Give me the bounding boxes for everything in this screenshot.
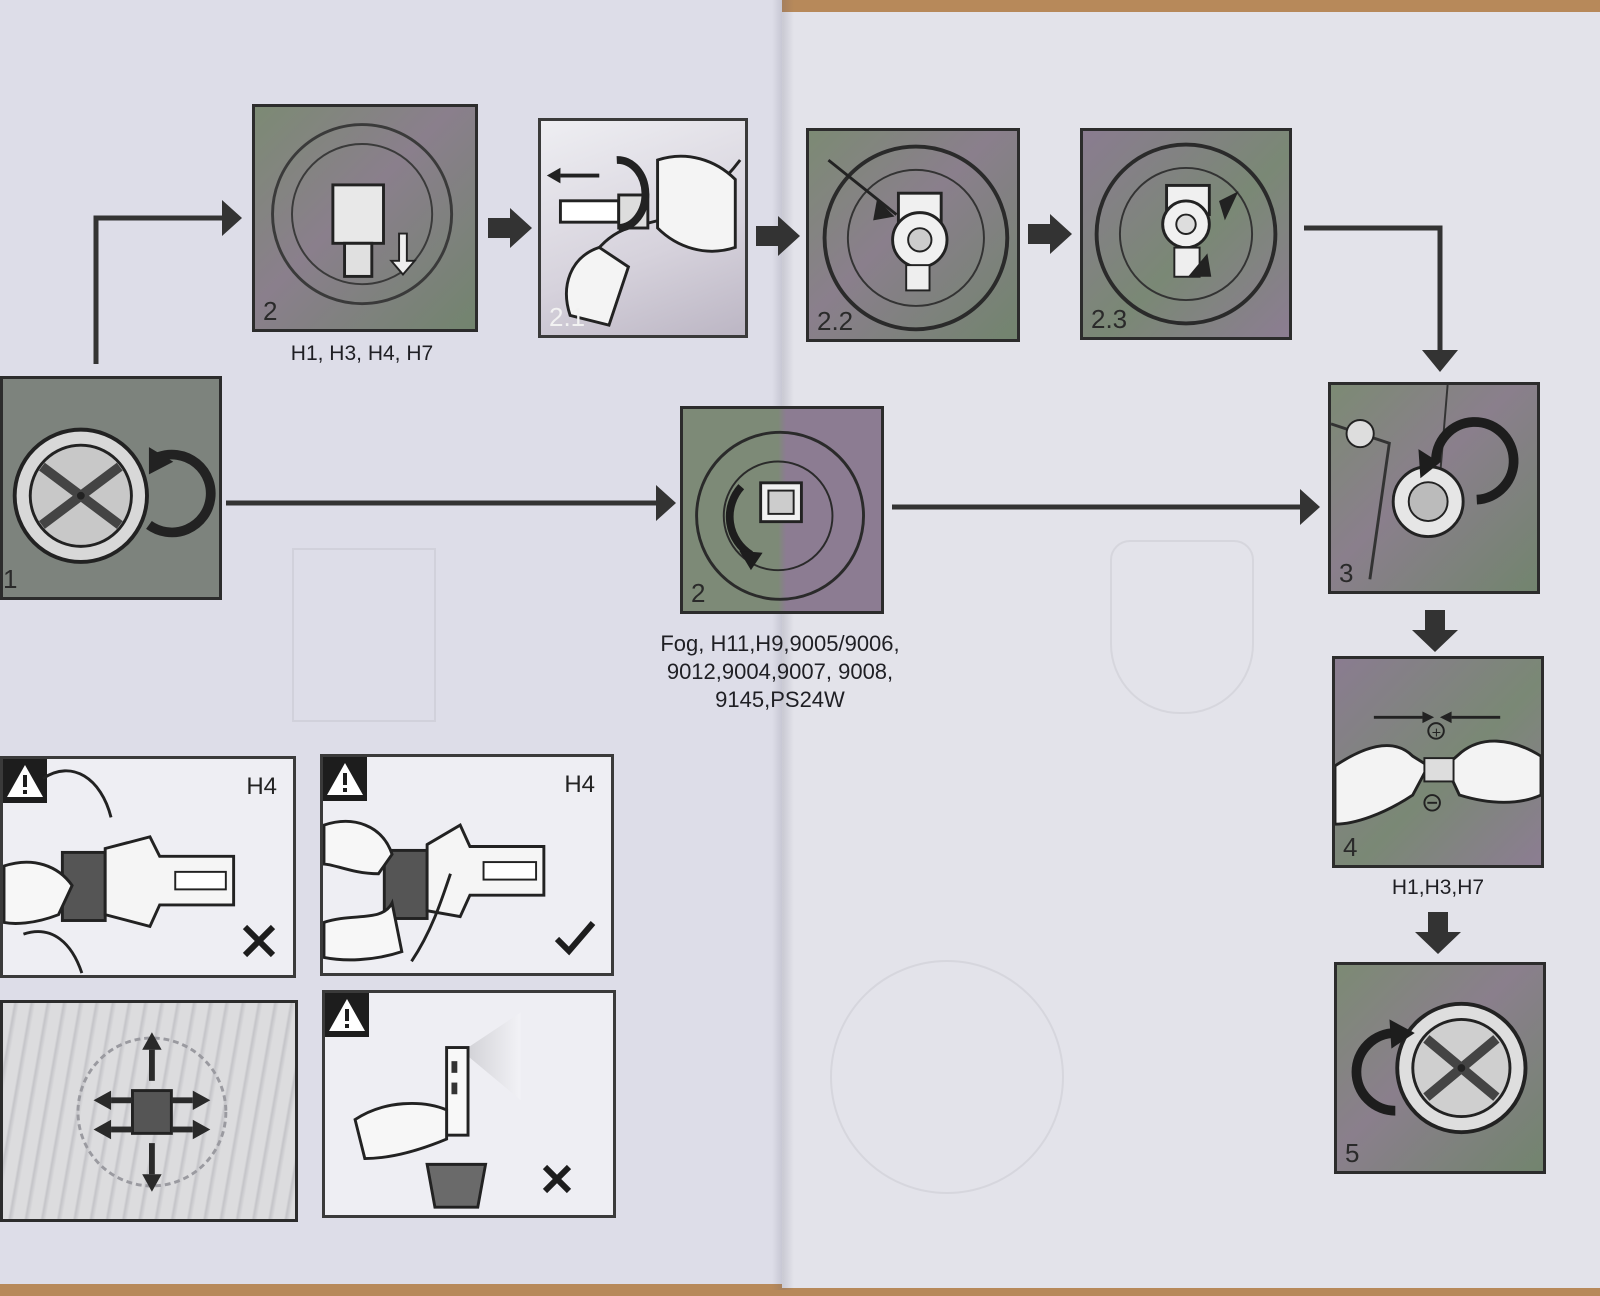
bulb-type-label: H4	[246, 773, 277, 800]
beam-adjust-panel	[0, 1000, 298, 1222]
step-3-panel: 3	[1328, 382, 1540, 594]
warning-h4-right-panel: H4	[320, 754, 614, 976]
warning-h4-wrong-panel: H4	[0, 756, 296, 978]
check-icon	[554, 921, 596, 956]
step-number: 2	[263, 296, 278, 326]
step-number: 1	[3, 564, 18, 594]
bulb-type-label: H4	[564, 771, 595, 798]
bulb-twist-icon	[695, 430, 865, 601]
step-number: 2.1	[549, 302, 586, 332]
led-bulb-icon	[353, 1012, 521, 1209]
svg-text:+: +	[1431, 725, 1442, 740]
step-2-middle-caption: Fog, H11,H9,9005/9006, 9012,9004,9007, 9…	[650, 630, 910, 714]
step-5-panel: 5	[1334, 962, 1546, 1174]
step-2-2-panel: 2.2	[806, 128, 1020, 342]
h4-bulb-icon	[3, 769, 236, 974]
cross-icon	[242, 924, 276, 958]
step-4-caption: H1,H3,H7	[1391, 876, 1485, 899]
close-cap-icon	[1351, 1001, 1528, 1135]
bulb-insert-icon	[1094, 142, 1278, 326]
step-2-panel-top: 2	[252, 104, 478, 332]
step-number: 3	[1339, 558, 1354, 588]
touch-led-panel	[322, 990, 616, 1218]
step-2-top-caption: H1, H3, H4, H7	[290, 342, 434, 365]
caption-line: 9145,PS24W	[715, 687, 845, 712]
cross-icon	[542, 1164, 572, 1194]
warning-icon	[325, 993, 369, 1037]
hand-remove-bulb-icon	[546, 154, 742, 327]
step-number: 5	[1345, 1138, 1360, 1168]
step-2-1-panel: 2.1	[538, 118, 748, 338]
connect-plug-icon: +	[1335, 711, 1541, 826]
headlight-cap-icon	[12, 427, 216, 564]
ghost-circle	[830, 960, 1064, 1194]
step-2-3-panel: 2.3	[1080, 128, 1292, 340]
step-1-panel: 1	[0, 376, 222, 600]
ghost-shield	[1110, 540, 1254, 714]
caption-line: 9012,9004,9007, 9008,	[666, 659, 894, 684]
caption-line: Fog, H11,H9,9005/9006,	[660, 631, 900, 656]
h4-bulb-icon	[323, 820, 546, 963]
step-number: 2	[691, 578, 706, 608]
step-number: 2.2	[817, 306, 854, 336]
step-4-panel: + 4	[1332, 656, 1544, 868]
ghost-rectangle	[292, 548, 436, 722]
step-number: 2.3	[1091, 304, 1128, 334]
install-bulb-icon	[1331, 385, 1519, 580]
booklet-spine	[772, 0, 794, 1290]
step-number: 4	[1343, 832, 1358, 862]
bulb-clip-release-icon	[822, 144, 1010, 332]
warning-icon	[3, 759, 47, 803]
bulb-socket-icon	[271, 123, 454, 306]
arrows-icon	[76, 1032, 228, 1192]
step-2-panel-middle: 2	[680, 406, 884, 614]
warning-icon	[323, 757, 367, 801]
